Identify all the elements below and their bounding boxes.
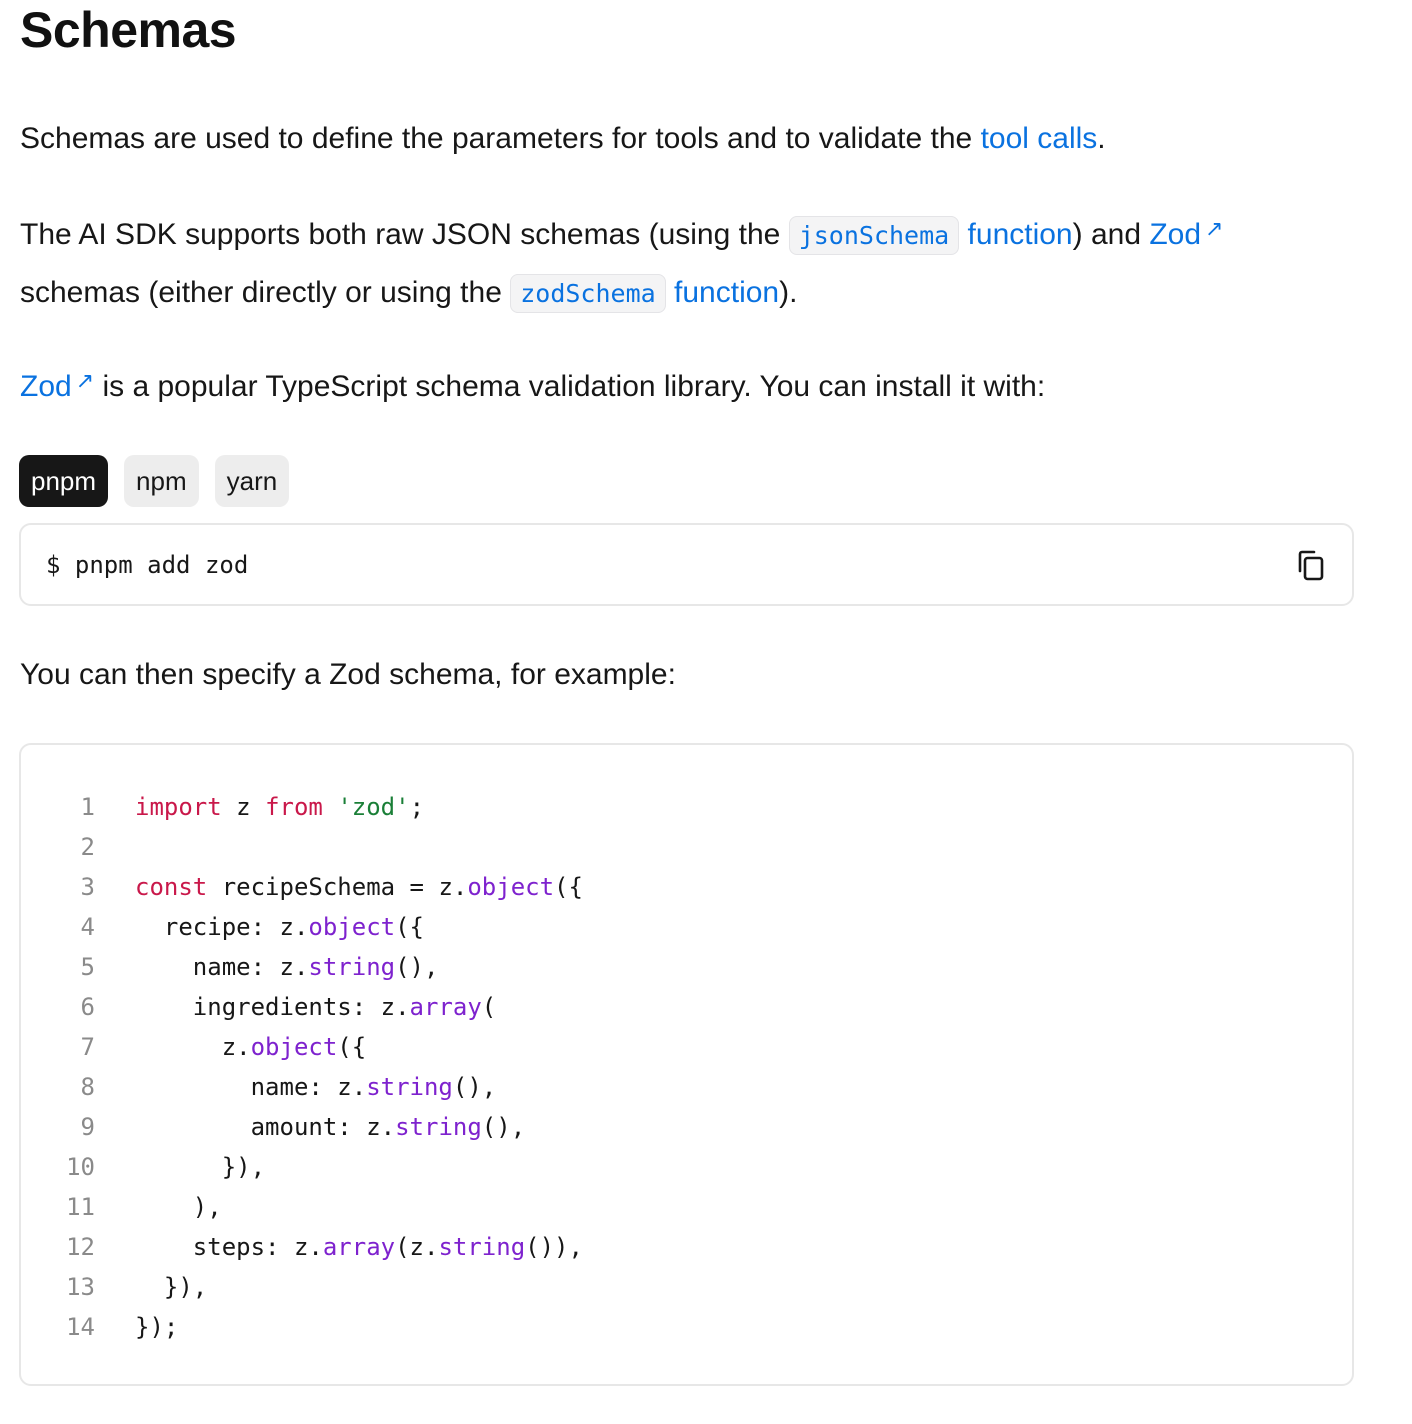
example-paragraph: You can then specify a Zod schema, for e… [20,658,676,691]
code-token: const [135,873,208,901]
code-line: 2 [21,827,583,867]
line-number: 8 [80,1073,95,1101]
code-token: array [322,1233,396,1261]
code-token: (), [452,1073,497,1101]
code-line: 14}); [21,1307,583,1347]
code-line: 1 import z from 'zod'; [21,787,583,827]
tab-pnpm[interactable]: pnpm [19,455,109,507]
sdk-text-3: schemas (either directly or using the [20,276,511,309]
tab-yarn[interactable]: yarn [214,455,290,507]
zod-external-link[interactable]: Zod↗ [1149,216,1224,251]
code-token: ingredients: z. [135,993,410,1021]
line-number: 11 [66,1193,95,1221]
code-token: (z. [395,1233,439,1261]
external-link-icon: ↗ [1205,216,1224,241]
line-number: 2 [80,833,95,861]
json-schema-code: jsonSchema [788,216,960,255]
copy-button[interactable] [1294,549,1328,583]
code-line: 9 amount: z.string(), [21,1107,583,1147]
code-line: 8 name: z.string(), [21,1067,583,1107]
sdk-paragraph: The AI SDK supports both raw JSON schema… [20,207,1350,322]
code-token: array [409,993,482,1021]
code-token: }), [135,1153,266,1181]
code-token: ({ [337,1033,367,1061]
line-number: 10 [66,1153,95,1181]
code-token: object [308,913,396,941]
code-token: ( [481,993,497,1021]
line-number: 12 [66,1233,95,1261]
code-token: string [308,953,396,981]
code-token: ({ [554,873,583,901]
tool-calls-link[interactable]: tool calls [980,122,1098,155]
code-token: object [467,873,555,901]
zod-schema-code: zodSchema [510,274,666,313]
line-number: 5 [80,953,95,981]
intro-text: Schemas are used to define the parameter… [20,122,981,155]
page-title: Schemas [20,2,237,58]
code-lines: 1 import z from 'zod'; 2 3 const recipeSch… [21,787,583,1347]
json-schema-function-link[interactable]: function [967,218,1073,251]
line-number: 6 [80,993,95,1021]
code-token: }); [135,1313,179,1341]
intro-paragraph: Schemas are used to define the parameter… [20,111,1350,167]
code-token: ({ [395,913,424,941]
code-token: string [438,1233,526,1261]
code-token: string [395,1113,482,1141]
code-token: recipe: z. [135,913,309,941]
line-number: 7 [80,1033,95,1061]
zod-link-label: Zod [1149,218,1202,251]
code-line: 4 recipe: z.object({ [21,907,583,947]
code-token [323,793,337,821]
code-token: }), [135,1273,208,1301]
code-line: 7 z.object({ [21,1027,583,1067]
code-token: z [221,793,266,821]
code-token: amount: z. [135,1113,396,1141]
code-token: z. [135,1033,251,1061]
code-token: steps: z. [135,1233,323,1261]
zod-library-label: Zod [20,370,72,403]
package-manager-tabs: pnpm npm yarn [19,455,290,507]
code-line: 5 name: z.string(), [21,947,583,987]
line-number: 3 [80,873,95,901]
sdk-text-4: ). [779,276,798,309]
line-number: 1 [80,793,95,821]
external-link-icon: ↗ [75,368,95,393]
line-number: 14 [66,1313,95,1341]
code-token: ), [135,1193,222,1221]
code-line: 10 }), [21,1147,583,1187]
sdk-text-1: The AI SDK supports both raw JSON schema… [20,218,789,251]
zod-schema-function-link[interactable]: function [674,276,780,309]
code-token: name: z. [135,1073,367,1101]
code-block: 1 import z from 'zod'; 2 3 const recipeSch… [19,743,1354,1386]
code-token: object [250,1033,338,1061]
line-number: 9 [80,1113,95,1141]
code-token: 'zod' [337,793,410,821]
code-token: string [366,1073,453,1101]
code-token: (), [395,953,439,981]
tab-npm[interactable]: npm [124,455,199,507]
code-line: 13 }), [21,1267,583,1307]
line-number: 4 [80,913,95,941]
install-command-block: $ pnpm add zod [19,523,1354,606]
code-token: name: z. [135,953,309,981]
code-token: from [265,793,323,821]
sdk-text-2: ) and [1072,218,1150,251]
zod-paragraph: Zod↗ is a popular TypeScript schema vali… [20,359,1350,417]
code-line: 6 ingredients: z.array( [21,987,583,1027]
install-command[interactable]: $ pnpm add zod [46,551,249,579]
code-token: import [135,793,222,821]
code-token: recipeSchema = z. [207,873,468,901]
code-token: ; [409,793,425,821]
code-line: 3 const recipeSchema = z.object({ [21,867,583,907]
zod-library-link[interactable]: Zod↗ [20,368,95,403]
zod-paragraph-text: is a popular TypeScript schema validatio… [94,370,1046,403]
copy-icon [1298,550,1324,581]
code-token: (), [481,1113,526,1141]
intro-end: . [1097,122,1106,155]
code-token: ()), [525,1233,583,1261]
code-line: 12 steps: z.array(z.string()), [21,1227,583,1267]
code-line: 11 ), [21,1187,583,1227]
line-number: 13 [66,1273,95,1301]
